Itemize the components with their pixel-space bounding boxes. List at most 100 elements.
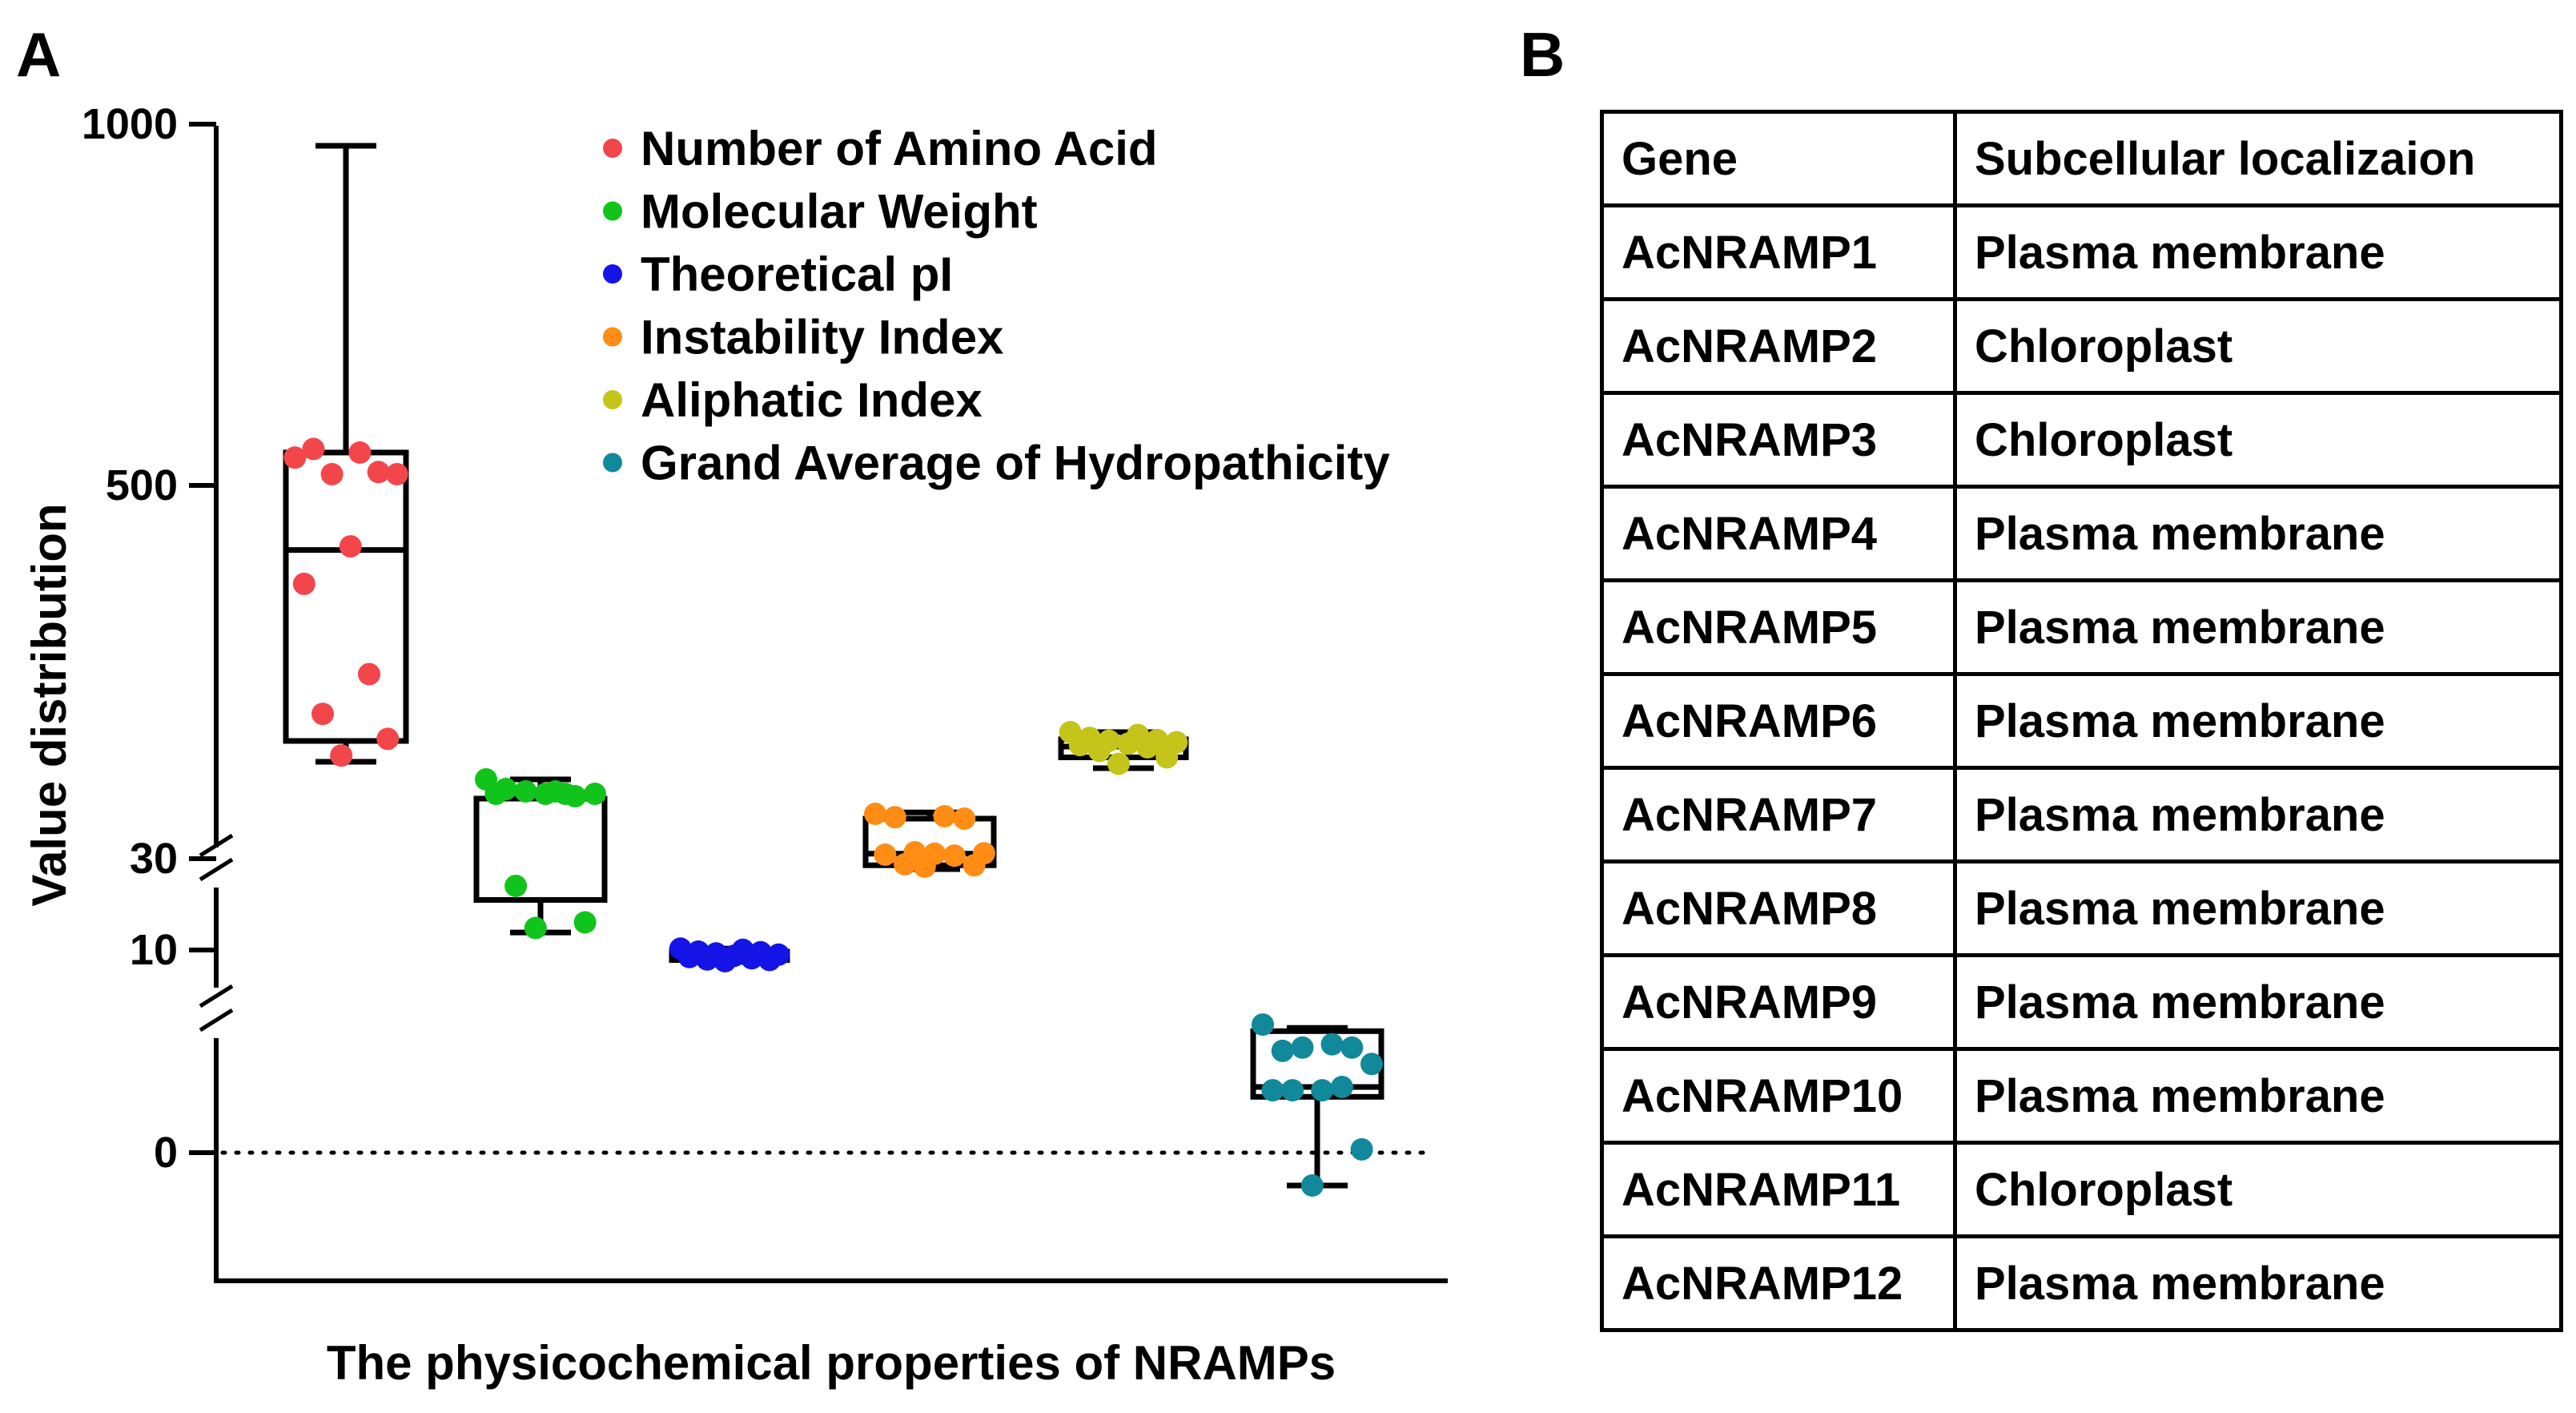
localization-cell: Plasma membrane xyxy=(1953,859,2563,957)
legend-label: Number of Amino Acid xyxy=(641,122,1158,175)
gene-cell: AcNRAMP1 xyxy=(1600,203,1957,301)
gene-cell: AcNRAMP2 xyxy=(1600,297,1957,395)
data-point xyxy=(874,843,897,866)
axis-break-upper xyxy=(199,833,234,882)
box xyxy=(283,449,409,744)
legend-label: Instability Index xyxy=(641,311,1003,364)
gene-cell: AcNRAMP12 xyxy=(1600,1234,1957,1332)
data-point xyxy=(283,446,307,469)
gene-cell: AcNRAMP7 xyxy=(1600,766,1957,863)
gene-cell: AcNRAMP10 xyxy=(1600,1047,1957,1145)
data-point xyxy=(320,463,344,485)
data-point xyxy=(504,875,528,897)
data-point xyxy=(962,854,986,877)
legend-label: Theoretical pI xyxy=(641,248,953,301)
data-point xyxy=(913,855,936,878)
legend-marker xyxy=(603,264,622,284)
y-tick-label: 1000 xyxy=(82,100,178,148)
box xyxy=(473,795,608,903)
data-point xyxy=(514,780,537,803)
data-point xyxy=(696,948,719,971)
localization-cell: Plasma membrane xyxy=(1953,485,2563,582)
y-tick-label: 0 xyxy=(154,1129,178,1177)
localization-cell: Chloroplast xyxy=(1953,297,2563,395)
legend-label: Grand Average of Hydropathicity xyxy=(641,437,1390,490)
axis-break-lower xyxy=(199,984,234,1033)
data-point xyxy=(1155,746,1179,769)
data-point xyxy=(584,783,606,805)
gene-cell: AcNRAMP4 xyxy=(1600,485,1957,582)
data-point xyxy=(1320,1033,1344,1056)
localization-cell: Chloroplast xyxy=(1953,391,2563,489)
data-point xyxy=(1068,734,1091,757)
data-point xyxy=(713,950,737,972)
data-point xyxy=(864,803,886,825)
gene-cell: AcNRAMP6 xyxy=(1600,672,1957,770)
series-6 xyxy=(1250,1013,1384,1197)
y-tick-label: 500 xyxy=(106,461,178,509)
data-point xyxy=(534,783,557,805)
data-point xyxy=(1340,1036,1364,1059)
series-3 xyxy=(669,937,790,972)
data-point xyxy=(330,744,353,767)
data-point xyxy=(953,807,976,830)
data-point xyxy=(367,461,390,484)
table-header-localization: Subcellular localizaion xyxy=(1953,110,2563,207)
legend-marker xyxy=(603,327,622,347)
localization-cell: Chloroplast xyxy=(1953,1141,2563,1238)
y-tick-label: 30 xyxy=(130,835,178,883)
data-point xyxy=(573,911,597,934)
data-point xyxy=(883,806,906,829)
data-point xyxy=(292,572,315,595)
data-point xyxy=(1136,735,1159,759)
y-tick-label: 10 xyxy=(130,926,178,974)
gene-cell: AcNRAMP9 xyxy=(1600,953,1957,1051)
data-point xyxy=(1330,1076,1353,1098)
data-point xyxy=(758,948,782,972)
data-point xyxy=(1360,1053,1383,1076)
localization-cell: Plasma membrane xyxy=(1953,672,2563,770)
data-point xyxy=(1281,1079,1304,1102)
data-point xyxy=(358,662,380,686)
localization-cell: Plasma membrane xyxy=(1953,766,2563,863)
localization-cell: Plasma membrane xyxy=(1953,578,2563,676)
panel-label-a: A xyxy=(16,19,61,90)
data-point xyxy=(933,805,956,827)
table-header-gene: Gene xyxy=(1600,110,1957,207)
legend-label: Molecular Weight xyxy=(641,185,1038,239)
series-5 xyxy=(1058,721,1189,775)
data-point xyxy=(385,463,408,485)
table-header-row: Gene Subcellular localizaion xyxy=(1600,110,2563,207)
data-point xyxy=(1271,1039,1294,1062)
data-point xyxy=(1117,732,1139,755)
legend-marker xyxy=(603,201,622,221)
data-point xyxy=(524,916,547,940)
data-point xyxy=(1252,1013,1274,1037)
data-point xyxy=(302,437,325,461)
series-2 xyxy=(473,768,608,940)
gene-cell: AcNRAMP5 xyxy=(1600,578,1957,676)
panel-label-b: B xyxy=(1520,19,1565,90)
data-point xyxy=(339,535,362,558)
gene-cell: AcNRAMP8 xyxy=(1600,859,1957,957)
data-point xyxy=(1350,1137,1373,1161)
localization-cell: Plasma membrane xyxy=(1953,1047,2563,1145)
x-axis-title: The physicochemical properties of NRAMPs xyxy=(327,1336,1336,1390)
data-point xyxy=(348,441,372,464)
data-point xyxy=(1311,1079,1334,1102)
legend-marker xyxy=(603,139,622,158)
data-point xyxy=(376,727,400,751)
legend-marker xyxy=(603,390,622,409)
